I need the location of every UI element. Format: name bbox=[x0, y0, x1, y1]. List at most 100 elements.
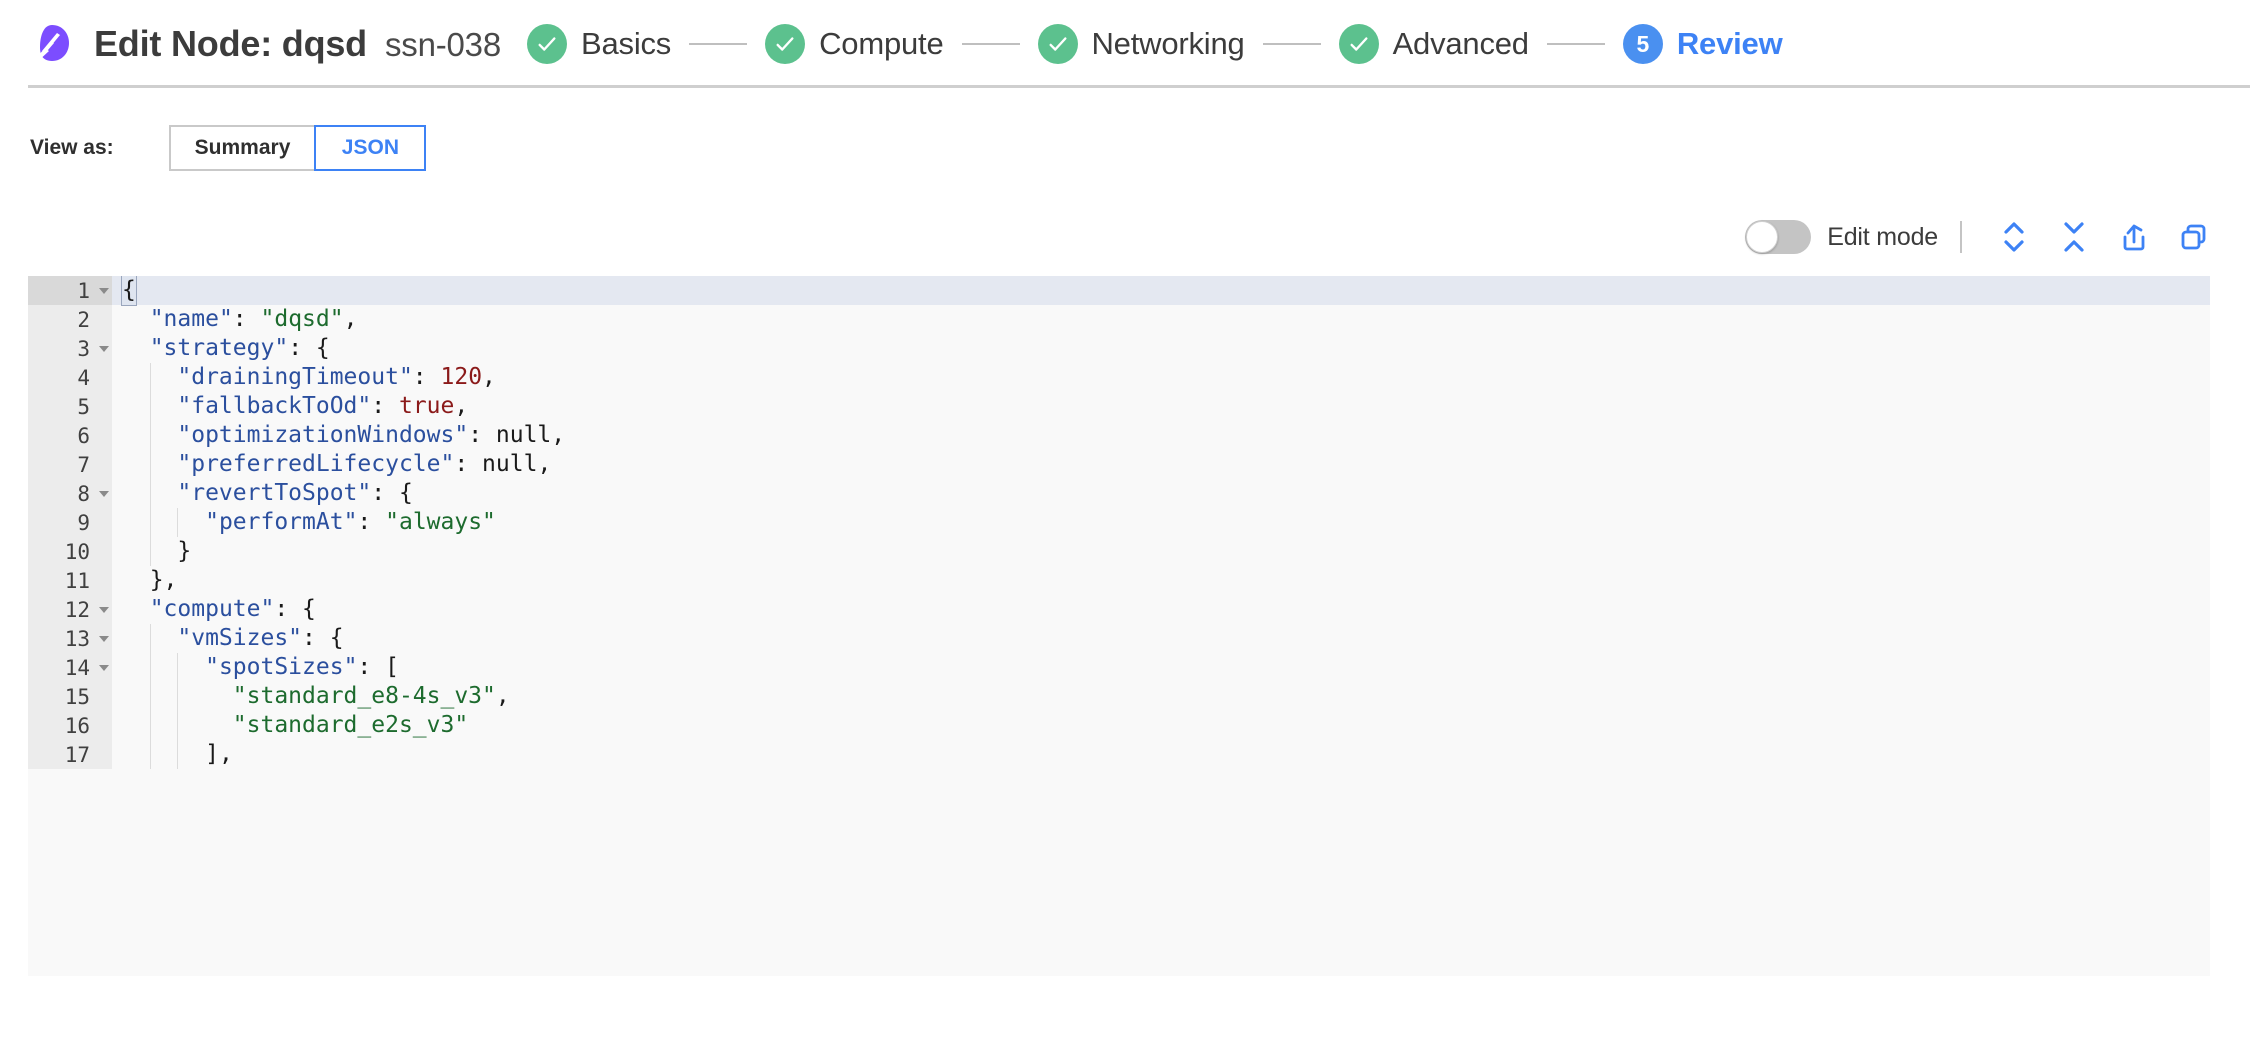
step-networking[interactable]: Networking bbox=[1037, 24, 1245, 64]
fold-spacer bbox=[96, 421, 112, 450]
collapse-all-icon[interactable] bbox=[2048, 215, 2100, 259]
code-line[interactable]: 9 "performAt": "always" bbox=[28, 508, 2210, 537]
token-null: null bbox=[482, 451, 538, 477]
indent-guide bbox=[149, 537, 151, 566]
fold-toggle-icon[interactable] bbox=[96, 276, 112, 305]
code-line[interactable]: 17 ], bbox=[28, 740, 2210, 769]
edit-mode-toggle[interactable]: Edit mode bbox=[1745, 220, 1938, 254]
step-basics[interactable]: Basics bbox=[527, 24, 671, 64]
fold-spacer bbox=[96, 566, 112, 595]
code-line[interactable]: 6 "optimizationWindows": null, bbox=[28, 421, 2210, 450]
token-punct: } bbox=[177, 538, 192, 564]
token-punct: : bbox=[468, 422, 496, 448]
chevron-down-icon bbox=[99, 345, 109, 352]
code-text: "fallbackToOd": true, bbox=[112, 392, 2210, 421]
code-text: ], bbox=[112, 740, 2210, 769]
code-line[interactable]: 7 "preferredLifecycle": null, bbox=[28, 450, 2210, 479]
code-text: "spotSizes": [ bbox=[112, 653, 2210, 682]
fold-spacer bbox=[96, 305, 112, 334]
step-check-badge bbox=[765, 24, 806, 64]
indent-guide bbox=[149, 363, 151, 392]
step-label: Basics bbox=[581, 26, 672, 61]
line-number: 14 bbox=[28, 653, 96, 682]
code-line[interactable]: 10 } bbox=[28, 537, 2210, 566]
step-label: Compute bbox=[819, 26, 944, 61]
indent-guide bbox=[177, 740, 179, 769]
code-text: "drainingTimeout": 120, bbox=[112, 363, 2210, 392]
code-line[interactable]: 15 "standard_e8-4s_v3", bbox=[28, 682, 2210, 711]
expand-all-icon[interactable] bbox=[1988, 215, 2040, 259]
indent-guide bbox=[149, 421, 151, 450]
token-bool: true bbox=[398, 393, 455, 419]
chevron-down-icon bbox=[99, 606, 109, 613]
code-line[interactable]: 16 "standard_e2s_v3" bbox=[28, 711, 2210, 740]
code-line[interactable]: 12 "compute": { bbox=[28, 595, 2210, 624]
token-key: "spotSizes" bbox=[205, 654, 358, 680]
step-compute[interactable]: Compute bbox=[765, 24, 944, 64]
token-punct: , bbox=[537, 451, 552, 477]
fold-spacer bbox=[96, 392, 112, 421]
token-key: "strategy" bbox=[149, 335, 289, 361]
code-line[interactable]: 13 "vmSizes": { bbox=[28, 624, 2210, 653]
code-line[interactable]: 14 "spotSizes": [ bbox=[28, 653, 2210, 682]
fold-toggle-icon[interactable] bbox=[96, 653, 112, 682]
fold-toggle-icon[interactable] bbox=[96, 595, 112, 624]
check-icon bbox=[1048, 37, 1067, 51]
copy-icon[interactable] bbox=[2168, 215, 2220, 259]
view-as-summary-button[interactable]: Summary bbox=[168, 125, 315, 171]
page-subtitle: ssn-038 bbox=[384, 26, 501, 63]
token-punct: : { bbox=[274, 596, 316, 622]
line-number: 10 bbox=[28, 537, 96, 566]
indent-guide bbox=[149, 711, 151, 740]
token-punct: : bbox=[412, 364, 441, 390]
step-advanced[interactable]: Advanced bbox=[1338, 24, 1529, 64]
token-punct: }, bbox=[149, 567, 178, 593]
check-icon bbox=[776, 37, 794, 51]
spot-logo-icon bbox=[26, 21, 72, 67]
chevron-down-icon bbox=[99, 664, 109, 671]
fold-spacer bbox=[96, 682, 112, 711]
code-line[interactable]: 5 "fallbackToOd": true, bbox=[28, 392, 2210, 421]
edit-mode-label: Edit mode bbox=[1827, 222, 1938, 251]
code-line[interactable]: 2 "name": "dqsd", bbox=[28, 305, 2210, 334]
view-as-json-button[interactable]: JSON bbox=[314, 125, 427, 171]
fold-spacer bbox=[96, 740, 112, 769]
check-icon bbox=[1350, 37, 1368, 51]
code-line[interactable]: 3 "strategy": { bbox=[28, 334, 2210, 363]
export-icon[interactable] bbox=[2108, 215, 2160, 259]
fold-spacer bbox=[96, 450, 112, 479]
token-punct: { bbox=[121, 276, 137, 306]
fold-toggle-icon[interactable] bbox=[96, 479, 112, 508]
json-editor[interactable]: 1{2 "name": "dqsd",3 "strategy": {4 "dra… bbox=[28, 276, 2210, 976]
token-punct: , bbox=[343, 306, 358, 332]
line-number: 3 bbox=[28, 334, 96, 363]
indent-guide bbox=[177, 711, 179, 740]
code-line[interactable]: 8 "revertToSpot": { bbox=[28, 479, 2210, 508]
step-check-badge bbox=[527, 24, 567, 64]
code-text: "name": "dqsd", bbox=[112, 305, 2210, 334]
toggle-track[interactable] bbox=[1745, 220, 1812, 254]
token-punct: , bbox=[454, 393, 469, 419]
code-text: "standard_e2s_v3" bbox=[112, 711, 2210, 740]
title-block: Edit Node: dqsd ssn-038 bbox=[94, 23, 501, 65]
fold-toggle-icon[interactable] bbox=[96, 334, 112, 363]
code-line[interactable]: 11 }, bbox=[28, 566, 2210, 595]
token-punct: ], bbox=[205, 741, 233, 767]
line-number: 2 bbox=[28, 305, 96, 334]
fold-toggle-icon[interactable] bbox=[96, 624, 112, 653]
token-num: 120 bbox=[440, 364, 483, 390]
token-key: "vmSizes" bbox=[177, 625, 303, 651]
code-line[interactable]: 1{ bbox=[28, 276, 2210, 306]
code-line[interactable]: 4 "drainingTimeout": 120, bbox=[28, 363, 2210, 392]
indent bbox=[122, 595, 150, 624]
line-number: 8 bbox=[28, 479, 96, 508]
code-text: } bbox=[112, 537, 2210, 566]
toggle-knob bbox=[1746, 221, 1779, 253]
indent-guide bbox=[149, 624, 151, 653]
step-connector bbox=[961, 43, 1020, 45]
line-number: 13 bbox=[28, 624, 96, 653]
indent bbox=[122, 305, 150, 334]
step-connector bbox=[689, 43, 748, 45]
